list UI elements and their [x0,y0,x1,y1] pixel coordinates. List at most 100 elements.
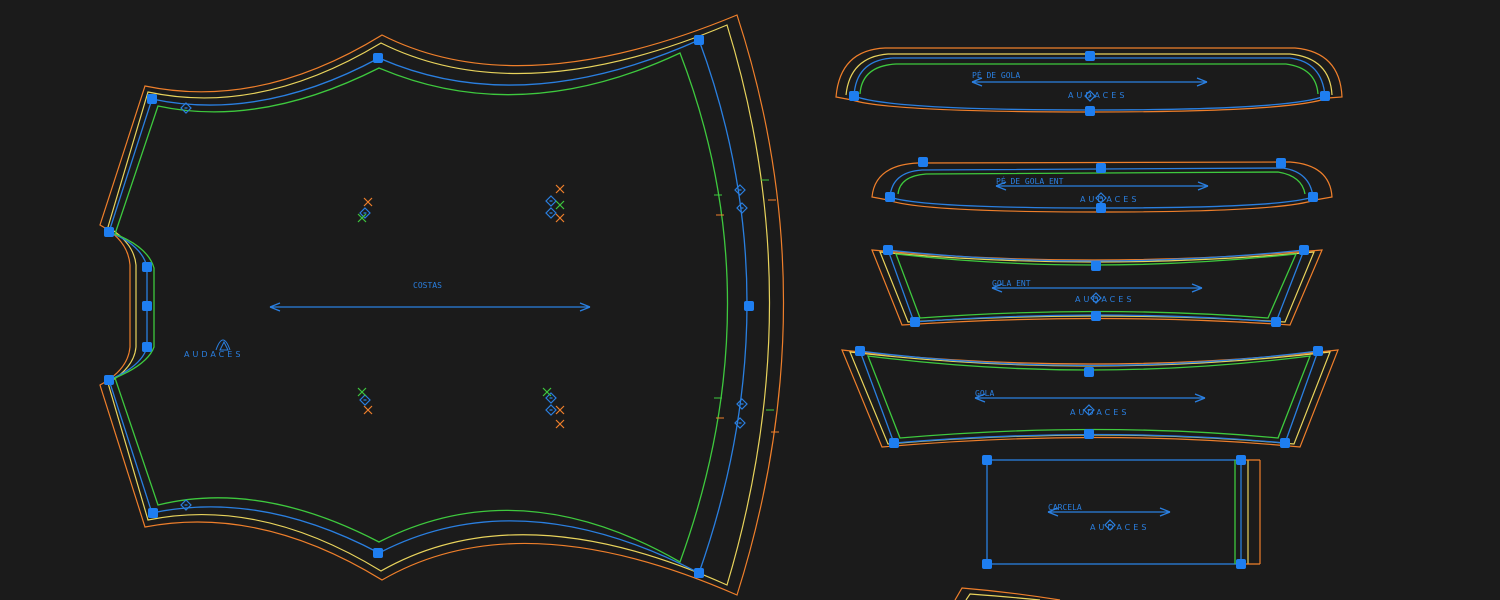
piece-partial-bottom[interactable] [954,587,1061,600]
pe-de-gola-ent-brand: AUDACES [1080,195,1139,204]
costas-notches [714,179,779,433]
control-point[interactable] [1091,311,1101,321]
piece-gola-ent[interactable]: GOLA ENT AUDACES [871,249,1323,326]
pe-de-gola-sew-line [853,57,1326,111]
pe-de-gola-ent-inner-line [897,171,1306,195]
drill-cross-marker [363,197,373,207]
control-point[interactable] [373,548,383,558]
drill-cross-marker [555,419,565,429]
drill-diamond-marker [180,102,192,114]
control-point[interactable] [142,301,152,311]
drill-diamond-marker [545,404,557,416]
control-points[interactable] [104,35,1330,578]
control-point[interactable] [1084,367,1094,377]
gola-cut-line [841,349,1339,448]
drill-diamond-marker [734,417,746,429]
control-point[interactable] [849,91,859,101]
control-point[interactable] [142,262,152,272]
control-point[interactable] [918,157,928,167]
control-point[interactable] [104,375,114,385]
gola-ent-seam-line [879,251,1315,323]
pe-de-gola-inner-line [859,63,1319,95]
control-point[interactable] [373,53,383,63]
control-point[interactable] [694,568,704,578]
svg-text:AUDACES: AUDACES [184,350,243,359]
pe-de-gola-brand: AUDACES [1068,91,1127,100]
costas-seam-line [107,24,771,586]
pe-de-gola-ent-label: PÉ DE GOLA ENT [996,175,1064,186]
gola-ent-inner-line [895,253,1298,319]
gola-brand: AUDACES [1070,408,1129,417]
drill-cross-marker [357,387,367,397]
gola-label: GOLA [975,389,994,398]
carcela-label: CARCELA [1048,503,1082,512]
control-point[interactable] [694,35,704,45]
control-point[interactable] [1308,192,1318,202]
costas-grain-arrows [269,302,591,312]
control-point[interactable] [1085,106,1095,116]
drill-diamond-marker [359,394,371,406]
pe-de-gola-ent-cut-line [871,161,1333,213]
control-point[interactable] [1096,163,1106,173]
drill-cross-marker [363,405,373,415]
carcela-brand: AUDACES [1090,523,1149,532]
pe-de-gola-label: PÉ DE GOLA [972,69,1020,80]
drill-cross-marker [555,213,565,223]
pe-de-gola-ent-sew-line [889,167,1314,209]
drill-cross-marker [555,405,565,415]
carcela-sew-line [986,459,1242,565]
control-point[interactable] [1096,203,1106,213]
control-point[interactable] [1280,438,1290,448]
piece-pe-de-gola-ent[interactable]: PÉ DE GOLA ENT AUDACES [871,161,1333,213]
drill-diamond-marker [1090,292,1102,304]
control-point[interactable] [1236,559,1246,569]
control-point[interactable] [1313,346,1323,356]
piece-gola[interactable]: GOLA AUDACES [841,349,1339,448]
gola-ent-sew-line [887,249,1305,323]
control-point[interactable] [1085,51,1095,61]
control-point[interactable] [910,317,920,327]
control-point[interactable] [1084,429,1094,439]
drill-cross-marker [542,387,552,397]
drill-diamond-marker [545,207,557,219]
piece-costas[interactable]: COSTAS AUDACES [99,14,1116,596]
gola-ent-brand: AUDACES [1075,295,1134,304]
control-point[interactable] [744,301,754,311]
drill-diamond-marker [359,207,371,219]
drill-diamond-marker [736,202,748,214]
drill-diamond-marker [734,184,746,196]
control-point[interactable] [147,94,157,104]
control-point[interactable] [982,455,992,465]
control-point[interactable] [889,438,899,448]
drill-diamond-marker [1104,519,1116,531]
gola-ent-label: GOLA ENT [992,279,1031,288]
control-point[interactable] [1091,261,1101,271]
control-point[interactable] [855,346,865,356]
costas-inner-line [114,52,729,563]
costas-drill-markers [180,90,1116,531]
control-point[interactable] [148,508,158,518]
control-point[interactable] [1271,317,1281,327]
control-point[interactable] [104,227,114,237]
control-point[interactable] [883,245,893,255]
piece-pe-de-gola[interactable]: PÉ DE GOLA AUDACES [835,47,1343,113]
drill-cross-marker [555,184,565,194]
control-point[interactable] [1276,158,1286,168]
pe-de-gola-cut-line [835,47,1343,113]
costas-brand-logo: AUDACES [184,339,243,359]
control-point[interactable] [1299,245,1309,255]
control-point[interactable] [1320,91,1330,101]
piece-carcela[interactable]: CARCELA AUDACES [986,459,1261,565]
control-point[interactable] [142,342,152,352]
control-point[interactable] [982,559,992,569]
gola-inner-line [866,355,1312,439]
drill-diamond-marker [736,398,748,410]
drill-diamond-marker [1083,404,1095,416]
drill-diamond-marker [180,499,192,511]
drill-diamond-marker [1084,90,1096,102]
drill-diamond-marker [545,392,557,404]
control-point[interactable] [885,192,895,202]
control-point[interactable] [1236,455,1246,465]
